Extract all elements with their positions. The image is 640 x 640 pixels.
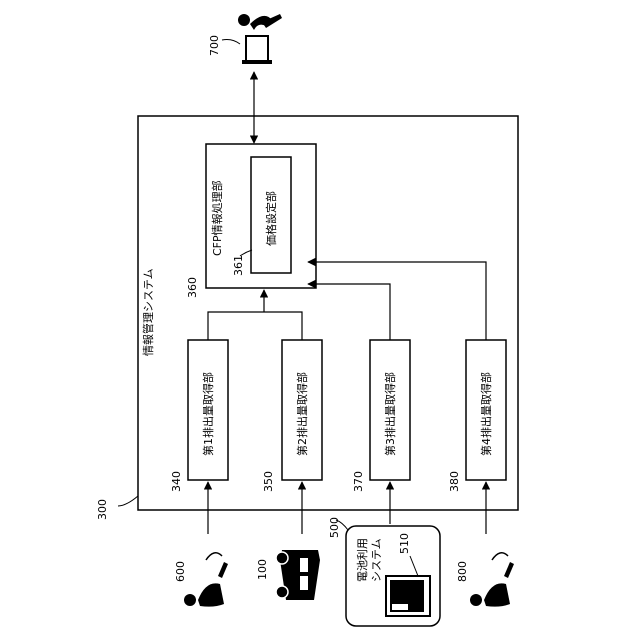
acquirer-1-label: 第1排出量取得部 (201, 372, 215, 456)
cfp-unit-ref: 360 (186, 277, 199, 298)
person-icon-600 (184, 553, 228, 607)
terminal-user-icon (238, 14, 282, 64)
terminal-ref: 700 (208, 35, 221, 56)
battery-system-ref: 500 (328, 517, 341, 538)
source-600-ref: 600 (174, 561, 187, 582)
acquirer-1-ref: 340 (170, 471, 183, 492)
battery-ref: 510 (398, 533, 411, 554)
acquirer-2-ref: 350 (262, 471, 275, 492)
acquirer-4-ref: 380 (448, 471, 461, 492)
person-icon-800 (470, 553, 514, 607)
terminal-leader (222, 40, 240, 45)
cfp-unit-label: CFP情報処理部 (210, 180, 224, 256)
acquirer-2-label: 第2排出量取得部 (295, 372, 309, 456)
acquirer-3-ref: 370 (352, 471, 365, 492)
car-icon-100 (276, 550, 320, 600)
battery-system-label-2: システム (370, 538, 383, 582)
source-800-ref: 800 (456, 561, 469, 582)
source-100-ref: 100 (256, 559, 269, 580)
battery-system-label-1: 電池利用 (356, 538, 369, 582)
system-leader (118, 496, 138, 506)
price-unit-ref: 361 (232, 255, 245, 276)
acquirer-4-label: 第4排出量取得部 (479, 372, 493, 456)
battery-icon-510 (386, 576, 430, 616)
connector-4 (308, 262, 486, 340)
system-title: 情報管理システム (141, 268, 155, 356)
connector-3 (308, 284, 390, 340)
connector-1-2 (208, 312, 302, 340)
acquirer-3-label: 第3排出量取得部 (383, 372, 397, 456)
price-unit-label: 価格設定部 (264, 191, 278, 246)
system-ref: 300 (96, 499, 109, 520)
